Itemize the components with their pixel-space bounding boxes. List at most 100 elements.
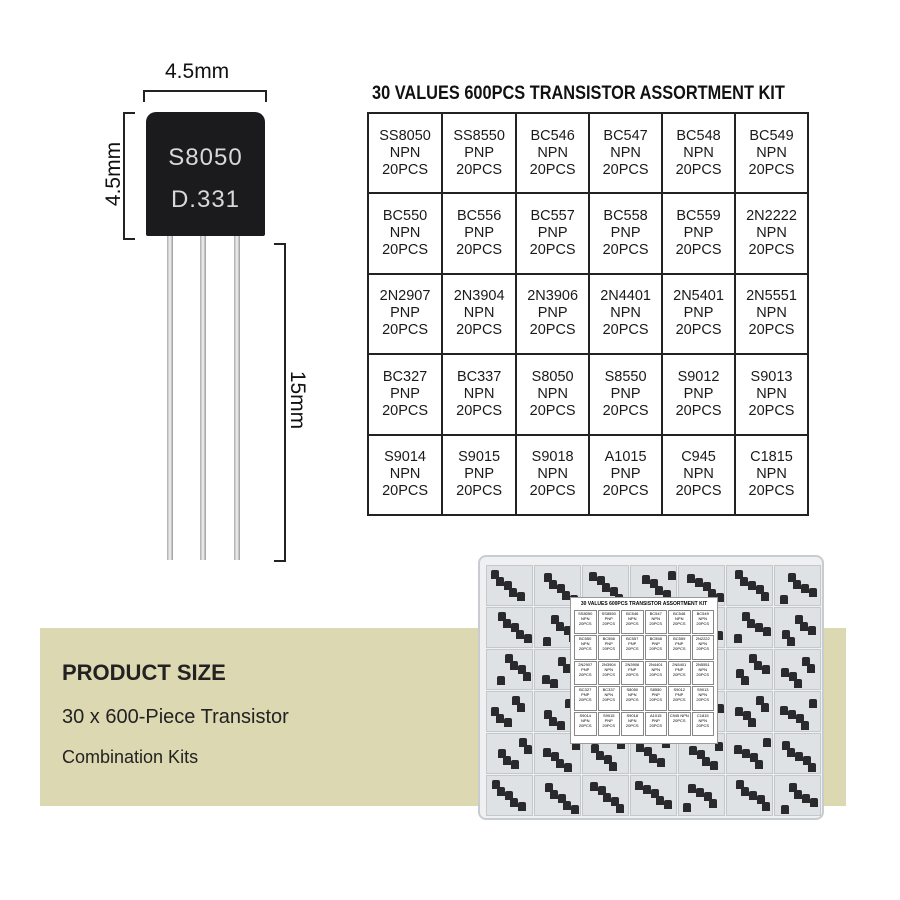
- transistor-chip: [756, 585, 764, 594]
- kit-card-cell: S9018 NPN 20PCS: [621, 711, 644, 736]
- transistor-chip: [498, 749, 506, 758]
- transistor-chip: [491, 707, 499, 716]
- transistor-chip: [735, 570, 743, 579]
- transistor-chip: [551, 615, 559, 624]
- part-number: S9015: [458, 449, 501, 466]
- transistor-chip: [703, 582, 711, 591]
- kit-compartment: [486, 607, 533, 648]
- transistor-chip: [664, 800, 672, 809]
- transistor-marking: S8050: [168, 144, 243, 171]
- polarity: NPN: [463, 305, 495, 322]
- quantity: 20PCS: [456, 402, 503, 419]
- transistor-chip: [689, 746, 697, 755]
- kit-compartment: [726, 733, 773, 774]
- transistor-chip: [742, 612, 750, 621]
- transistor-body: S8050 D.331: [146, 112, 265, 236]
- transistor-chip: [558, 657, 566, 666]
- transistor-chip: [551, 752, 559, 761]
- polarity: PNP: [464, 144, 495, 161]
- transistor-chip: [518, 665, 526, 674]
- transistor-chip: [780, 595, 788, 604]
- banner-line2: Combination Kits: [62, 747, 199, 767]
- kit-compartment: [726, 649, 773, 690]
- transistor-chip: [564, 763, 572, 772]
- kit-card-cell: 2N3906 PNP 20PCS: [621, 660, 644, 686]
- kit-card-cell: A1015 PNP 20PCS: [644, 711, 667, 736]
- polarity: PNP: [537, 305, 568, 322]
- transistor-chip: [609, 762, 617, 771]
- kit-card-cell: S9014 NPN 20PCS: [574, 711, 597, 736]
- quantity: 20PCS: [456, 322, 503, 339]
- transistor-chip: [636, 743, 644, 752]
- transistor-chip: [611, 797, 619, 806]
- part-number: SS8050: [379, 127, 431, 144]
- kit-card-cell: 2N2222 NPN 20PCS: [691, 635, 714, 660]
- transistor-chip: [756, 696, 764, 705]
- transistor-chip: [562, 591, 570, 600]
- height-bracket: [123, 112, 135, 240]
- quantity: 20PCS: [382, 161, 429, 178]
- polarity: NPN: [389, 144, 421, 161]
- transistor-chip: [544, 710, 552, 719]
- transistor-chip: [519, 738, 527, 747]
- part-number: S9014: [384, 449, 426, 466]
- transistor-chip: [518, 802, 526, 811]
- kit-card-cell: SS8050 NPN 20PCS: [574, 610, 597, 635]
- part-number: C1815: [750, 449, 793, 466]
- transistor-chip: [755, 760, 763, 769]
- transistor-chip: [591, 744, 599, 753]
- transistor-chip: [497, 787, 505, 796]
- transistor-chip: [781, 668, 789, 677]
- polarity: NPN: [756, 385, 787, 402]
- part-number: BC546: [530, 127, 575, 144]
- transistor-chip: [749, 654, 757, 663]
- transistor-chip: [755, 623, 763, 632]
- transistor-chip: [787, 637, 795, 646]
- transistor-chip: [789, 672, 797, 681]
- lead-length-label: 15mm: [286, 370, 310, 430]
- quantity: 20PCS: [675, 322, 722, 339]
- kit-card-cell: BC556 PNP 20PCS: [597, 635, 620, 660]
- transistor-chip: [687, 574, 695, 583]
- quantity: 20PCS: [529, 402, 576, 419]
- transistor-chip: [807, 664, 815, 673]
- quantity: 20PCS: [748, 161, 795, 178]
- part-number: BC557: [530, 208, 575, 225]
- polarity: PNP: [390, 305, 420, 322]
- transistor-lead: [167, 236, 173, 560]
- polarity: PNP: [610, 225, 641, 242]
- transistor-chip: [808, 763, 816, 772]
- quantity: 20PCS: [382, 483, 429, 500]
- kit-card-cell: C1815 NPN 20PCS: [691, 711, 714, 736]
- transistor-chip: [697, 750, 705, 759]
- quantity: 20PCS: [382, 402, 429, 419]
- transistor-chip: [510, 798, 518, 807]
- part-number: BC549: [749, 127, 794, 144]
- kit-compartment: [486, 733, 533, 774]
- kit-card-cell: S8550 PNP 20PCS: [644, 686, 667, 711]
- kit-card-cell: 2N3904 NPN 20PCS: [597, 660, 620, 686]
- transistor-chip: [801, 721, 809, 730]
- kit-card-cell: BC548 NPN 20PCS: [668, 610, 691, 635]
- part-number: 2N4401: [600, 288, 651, 305]
- part-number: C945: [681, 449, 716, 466]
- transistor-chip: [761, 703, 769, 712]
- transistor-chip: [557, 721, 565, 730]
- transistor-chip: [808, 626, 816, 635]
- part-number: 2N5401: [673, 288, 724, 305]
- kit-card-cell: 2N4401 NPN 20PCS: [644, 660, 667, 686]
- kit-card-cell: BC558 PNP 20PCS: [644, 635, 667, 660]
- transistor-chip: [749, 791, 757, 800]
- transistor-chip: [505, 654, 513, 663]
